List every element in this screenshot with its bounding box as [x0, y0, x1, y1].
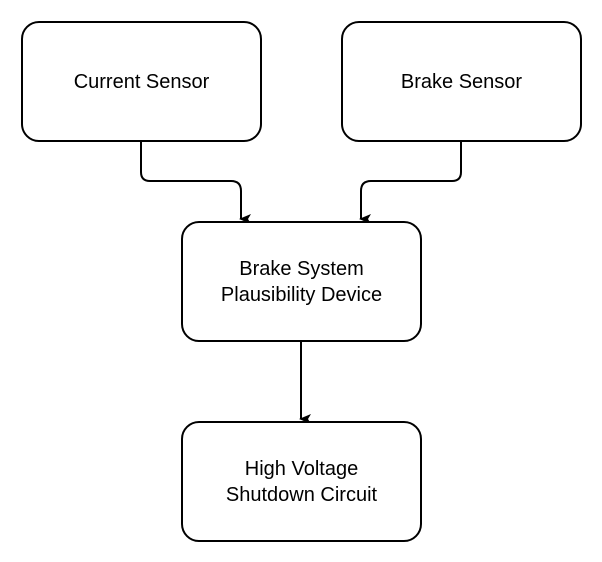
edge-brake-sensor-to-bspd — [359, 141, 462, 224]
edge-current-sensor-to-bspd — [140, 141, 251, 224]
node-label: Current Sensor — [73, 70, 210, 93]
node-label: High Voltage Shutdown Circuit — [225, 457, 378, 506]
node-current-sensor: Current Sensor — [21, 21, 262, 142]
node-label: Brake Sensor — [400, 70, 523, 93]
node-brake-system-plausibility-device: Brake System Plausibility Device — [181, 221, 422, 342]
node-brake-sensor: Brake Sensor — [341, 21, 582, 142]
node-high-voltage-shutdown-circuit: High Voltage Shutdown Circuit — [181, 421, 422, 542]
node-label: Brake System Plausibility Device — [220, 257, 383, 306]
